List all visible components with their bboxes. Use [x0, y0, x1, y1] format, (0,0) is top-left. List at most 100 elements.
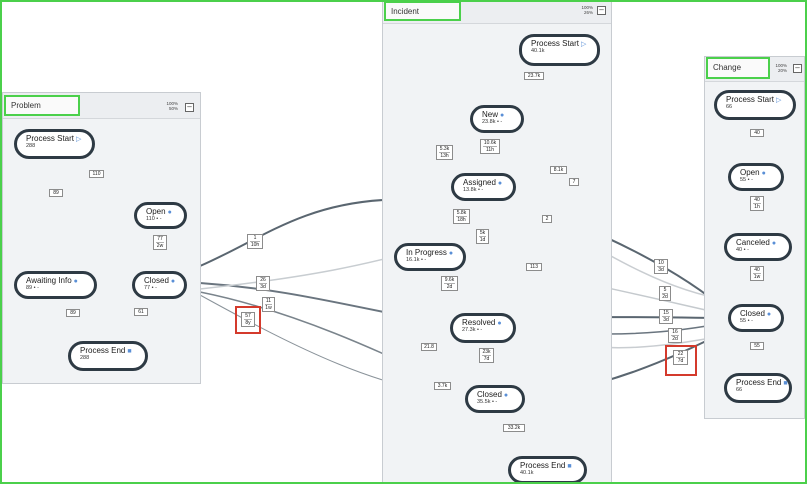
- edge-label-value: 7d: [676, 357, 685, 364]
- node-count: 55 • -: [740, 318, 753, 324]
- edge-label[interactable]: 21.8: [421, 343, 437, 351]
- highlight-box: [665, 345, 697, 376]
- play-icon: ▷: [581, 41, 587, 48]
- node-count: 23.8k • -: [482, 119, 503, 125]
- edge-label[interactable]: 89: [49, 189, 63, 197]
- incident-zoom-bottom: 26%: [583, 10, 593, 15]
- change-node-process-end[interactable]: Process End■ 66: [724, 373, 792, 403]
- edge-label-value: 8.1k: [553, 167, 564, 173]
- edge-label[interactable]: 89: [66, 309, 80, 317]
- edge-label-value: 23.7k: [527, 73, 541, 79]
- node-label: In Progress: [406, 248, 447, 257]
- edge-label-value: 1h: [753, 203, 761, 210]
- change-node-closed[interactable]: Closed● 55 • -: [728, 304, 784, 332]
- change-node-open[interactable]: Open● 55 • -: [728, 163, 784, 191]
- edge-label[interactable]: 33.2k: [503, 424, 525, 432]
- status-circle-icon: ●: [761, 170, 766, 177]
- edge-label-value: 113: [530, 264, 538, 270]
- incident-minimize-button[interactable]: –: [597, 6, 606, 15]
- problem-panel-title[interactable]: Problem: [4, 95, 80, 116]
- edge-label[interactable]: 23.7k: [524, 72, 544, 80]
- edge-label-value: 22: [677, 351, 684, 357]
- edge-label[interactable]: 7: [569, 178, 579, 186]
- problem-node-process-end[interactable]: Process End■ 288: [68, 341, 148, 371]
- edge-label-value: 5: [663, 287, 667, 293]
- problem-node-process-start[interactable]: Process Start▷ 288: [14, 129, 95, 159]
- status-circle-icon: ●: [170, 278, 176, 285]
- problem-zoom-top: 100%: [166, 101, 178, 106]
- incident-node-process-start[interactable]: Process Start▷ 40.1k: [519, 34, 600, 66]
- node-label: Process Start: [531, 39, 580, 48]
- incident-node-in-progress[interactable]: In Progress● 16.1k • -: [394, 243, 466, 271]
- edge-label[interactable]: 61: [134, 308, 148, 316]
- node-count: 40.1k: [520, 470, 534, 476]
- problem-zoom-level: 100%50%: [160, 101, 178, 111]
- incident-node-closed[interactable]: Closed● 35.5k • -: [465, 385, 525, 413]
- node-count: 40 • -: [736, 247, 749, 253]
- node-label: Closed: [740, 309, 765, 318]
- edge-label[interactable]: 110: [89, 170, 104, 178]
- play-icon: ▷: [776, 97, 782, 104]
- incident-panel-title[interactable]: Incident: [384, 1, 461, 21]
- edge-label[interactable]: 113: [526, 263, 542, 271]
- edge-label-value: 61: [138, 309, 144, 315]
- edge-label-value: 2: [545, 216, 549, 222]
- change-minimize-button[interactable]: –: [793, 64, 802, 73]
- edge-label-value: 2w: [156, 242, 164, 249]
- change-zoom-top: 100%: [775, 63, 787, 68]
- edge-label-value: 11: [265, 298, 272, 304]
- status-circle-icon: ●: [497, 320, 502, 327]
- edge-label-value: 2d: [444, 283, 455, 290]
- edge-label-value: 11h: [483, 146, 497, 153]
- edge-label[interactable]: 3.7k: [434, 382, 451, 390]
- edge-label-value: 3.7k: [437, 383, 448, 389]
- incident-zoom-top: 100%: [581, 5, 593, 10]
- node-count: 110 • -: [146, 216, 162, 222]
- edge-label[interactable]: 2: [542, 215, 552, 223]
- incident-node-assigned[interactable]: Assigned● 13.8k • -: [451, 173, 516, 201]
- node-count: 288: [80, 355, 90, 361]
- problem-node-awaiting-info[interactable]: Awaiting Info● 89 • -: [14, 271, 97, 299]
- problem-minimize-button[interactable]: –: [185, 103, 194, 112]
- incident-node-new[interactable]: New● 23.8k • -: [470, 105, 524, 133]
- change-node-process-start[interactable]: Process Start▷ 66: [714, 90, 796, 120]
- edge-label[interactable]: 40: [750, 129, 764, 137]
- edge-label[interactable]: 8.1k: [550, 166, 567, 174]
- node-label: Process Start: [26, 134, 75, 143]
- status-circle-icon: ●: [771, 240, 777, 247]
- edge-label-value: 10.6k: [483, 140, 497, 146]
- incident-node-resolved[interactable]: Resolved● 27.3k • -: [450, 313, 516, 343]
- change-node-canceled[interactable]: Canceled● 40 • -: [724, 233, 792, 261]
- problem-node-open[interactable]: Open● 110 • -: [134, 202, 187, 229]
- problem-node-closed[interactable]: Closed● 77 • -: [132, 271, 187, 299]
- edge-label-value: 10h: [250, 241, 260, 248]
- node-label: Open: [146, 207, 166, 216]
- edge-label-value: 5.8k: [456, 210, 467, 216]
- status-circle-icon: ●: [497, 180, 503, 187]
- incident-node-process-end[interactable]: Process End■ 40.1k: [508, 456, 587, 484]
- edge-label-value: 77: [157, 236, 163, 242]
- edge-problem-closed-incident: [199, 199, 384, 267]
- change-panel-title[interactable]: Change: [706, 57, 770, 79]
- edge-label-value: 33.2k: [507, 425, 521, 431]
- status-circle-icon: ●: [500, 112, 505, 119]
- edge-label[interactable]: 55: [750, 342, 764, 350]
